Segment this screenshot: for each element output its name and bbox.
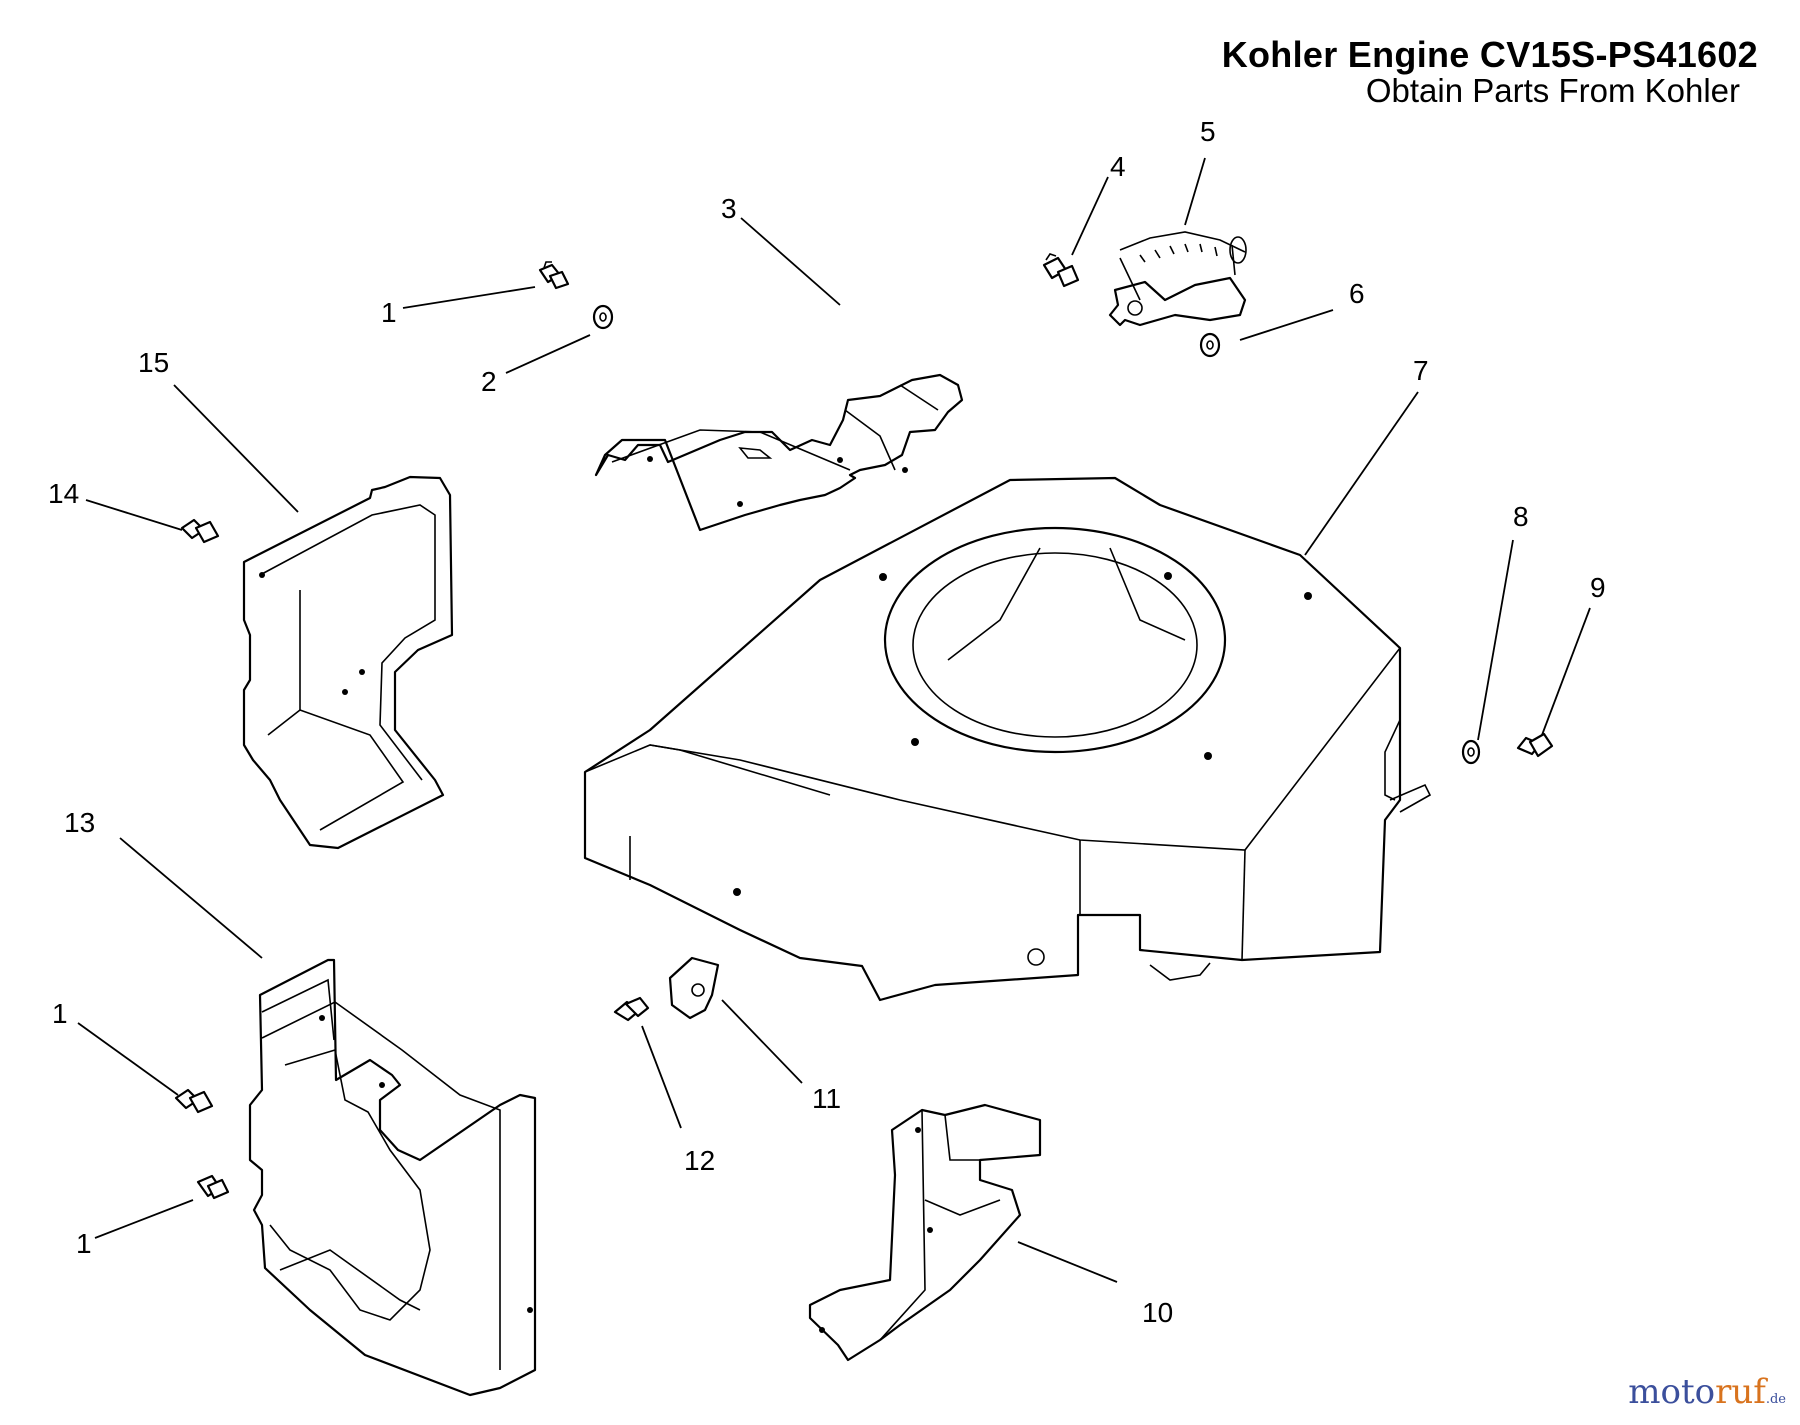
callout-1-bot: 1 (76, 1228, 92, 1259)
part-baffle-15 (242, 475, 454, 850)
callout-4: 4 (1110, 151, 1126, 182)
callout-5: 5 (1200, 116, 1216, 147)
callout-6: 6 (1349, 278, 1365, 309)
part-screw-14 (180, 518, 220, 544)
callout-8: 8 (1513, 501, 1529, 532)
part-screw-4 (1042, 253, 1080, 288)
part-upper-bracket (594, 373, 964, 532)
callout-numbers: 1 2 3 4 5 6 7 8 9 10 11 12 13 14 15 1 1 (48, 116, 1606, 1328)
part-baffle-10 (808, 1103, 1042, 1362)
callout-10: 10 (1142, 1297, 1173, 1328)
callout-9: 9 (1590, 572, 1606, 603)
callout-1-mid: 1 (52, 998, 68, 1029)
callout-15: 15 (138, 347, 169, 378)
part-shroud-13 (248, 958, 537, 1397)
part-clip-11 (668, 956, 720, 1020)
callout-14: 14 (48, 478, 79, 509)
watermark-logo: motoruf.de (1628, 1372, 1786, 1412)
watermark-part-c: .de (1765, 1392, 1786, 1407)
part-blower-housing (583, 476, 1432, 1002)
callout-2: 2 (481, 366, 497, 397)
part-washer-8 (1461, 739, 1481, 765)
part-washer-6 (1199, 332, 1221, 358)
callout-3: 3 (721, 193, 737, 224)
callout-12: 12 (684, 1145, 715, 1176)
diagram-subtitle: Obtain Parts From Kohler (1365, 72, 1740, 109)
watermark-part-a: moto (1628, 1372, 1716, 1412)
leader-lines (77, 157, 1591, 1283)
part-clamp-5 (1108, 231, 1247, 327)
callout-11: 11 (812, 1083, 841, 1114)
callout-13: 13 (64, 807, 95, 838)
part-screw-1-mid (174, 1088, 214, 1114)
part-screw-9 (1516, 732, 1554, 758)
watermark-part-b: ruf (1715, 1372, 1766, 1412)
diagram-title: Kohler Engine CV15S-PS41602 (1221, 34, 1758, 75)
callout-7: 7 (1413, 355, 1429, 386)
callout-1-top: 1 (381, 297, 397, 328)
part-washer-2 (592, 304, 614, 330)
part-screw-12 (613, 996, 650, 1022)
part-screw-1-bot (196, 1174, 230, 1200)
part-screw-1-top (538, 261, 570, 290)
